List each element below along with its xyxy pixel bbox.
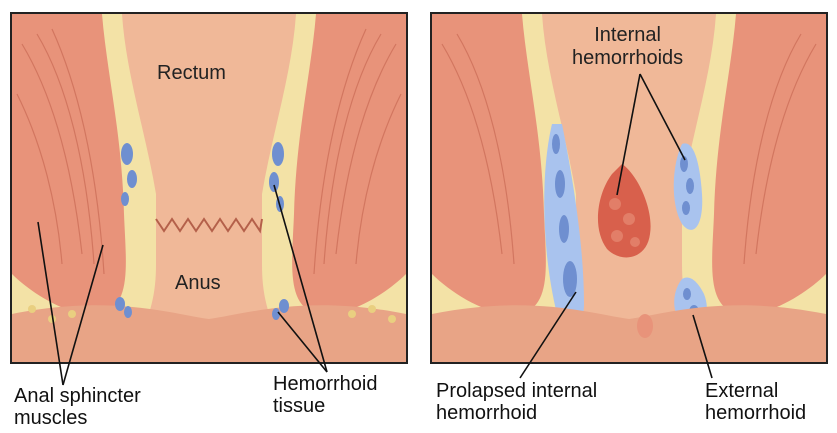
internal-hemorrhoids-label-line1: Internal <box>572 24 683 47</box>
rectum-label: Rectum <box>157 62 226 85</box>
internal-hemorrhoids-label-line2: hemorrhoids <box>572 47 683 70</box>
prolapsed-caption-line2: hemorrhoid <box>436 402 597 424</box>
anal-sphincter-caption-line1: Anal sphincter <box>14 385 141 407</box>
anus-label: Anus <box>175 272 221 295</box>
external-hemorrhoid-caption: External hemorrhoid <box>705 380 806 424</box>
hemorrhoid-tissue-caption-line2: tissue <box>273 395 377 417</box>
anal-sphincter-caption-line2: muscles <box>14 407 141 429</box>
hemorrhoids-panel: Internal hemorrhoids <box>430 12 828 364</box>
prolapsed-caption: Prolapsed internal hemorrhoid <box>436 380 597 424</box>
normal-anatomy-panel: Rectum Anus <box>10 12 408 364</box>
external-hemorrhoid-caption-line1: External <box>705 380 806 402</box>
external-hemorrhoid-caption-line2: hemorrhoid <box>705 402 806 424</box>
hemorrhoid-tissue-caption: Hemorrhoid tissue <box>273 373 377 417</box>
internal-hemorrhoids-label: Internal hemorrhoids <box>572 24 683 70</box>
anal-tag <box>637 314 653 338</box>
anal-sphincter-caption: Anal sphincter muscles <box>14 385 141 429</box>
hemorrhoid-tissue-caption-line1: Hemorrhoid <box>273 373 377 395</box>
prolapsed-caption-line1: Prolapsed internal <box>436 380 597 402</box>
